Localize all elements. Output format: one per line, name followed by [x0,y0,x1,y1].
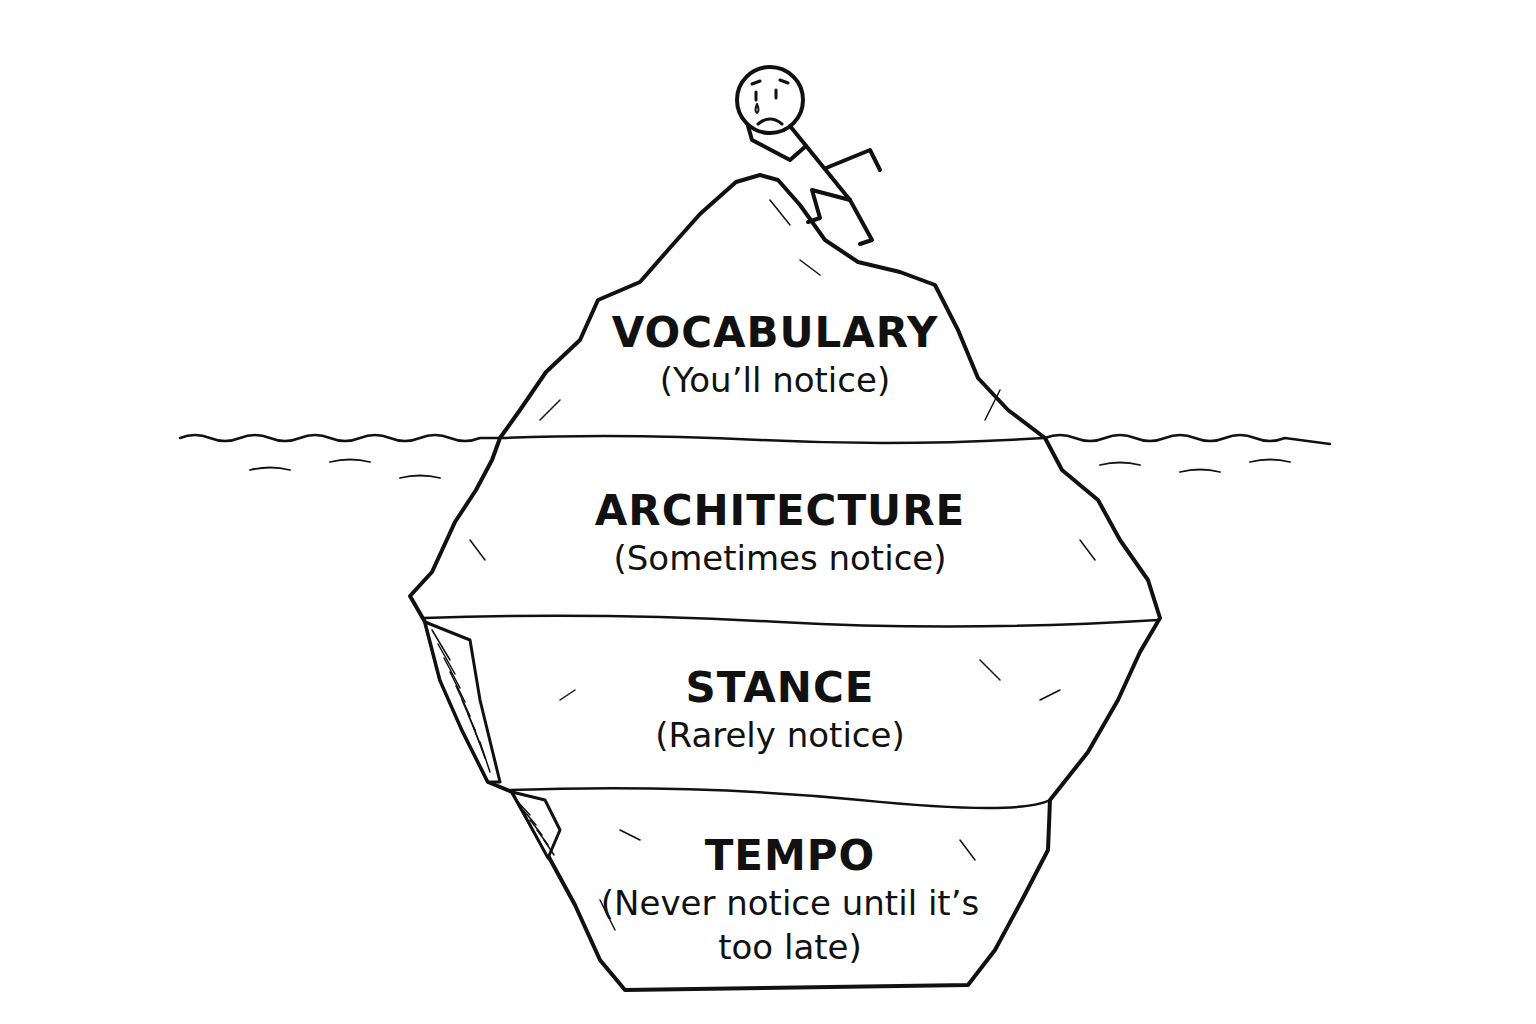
band-subtitle: (Never notice until it’s too late) [595,881,985,969]
ice-hatching [432,630,554,855]
band-heading: VOCABULARY [612,308,939,358]
band-subtitle: (Rarely notice) [655,713,905,757]
figure-head [737,67,803,133]
figure-leg [850,200,872,244]
figure-arm [748,126,806,160]
band-heading: STANCE [686,663,875,713]
hatch-stroke [530,820,542,835]
band-heading: ARCHITECTURE [595,486,965,536]
hatch-stroke [450,672,465,702]
figure-leg [808,190,850,222]
water-surface [180,435,500,441]
hatch-stroke [432,630,450,660]
band-divider [510,788,1050,808]
hatch-stroke [438,644,455,674]
hatch-stroke [444,658,460,688]
stick-figure [737,67,880,244]
hatch-stroke [523,810,536,825]
band-divider [424,616,1158,627]
figure-face [752,80,788,124]
band-divider [502,436,1044,443]
water-ripple [250,460,1290,479]
iceberg-band: ARCHITECTURE(Sometimes notice) [520,468,1040,598]
hatch-stroke [544,840,554,855]
hatch-stroke [516,800,530,815]
water-surface [1045,435,1330,444]
figure-arm [826,150,880,170]
water [180,435,1330,478]
band-heading: TEMPO [705,831,876,881]
ice-shading [425,622,500,782]
ice-shading [512,792,560,858]
iceberg-band: STANCE(Rarely notice) [560,645,1000,775]
iceberg-outline [410,175,1160,990]
hatch-stroke [480,742,490,772]
iceberg-band: VOCABULARY(You’ll notice) [580,290,970,420]
iceberg-band: TEMPO(Never notice until it’s too late) [595,815,985,985]
band-subtitle: (Sometimes notice) [613,536,946,580]
band-subtitle: (You’ll notice) [660,358,890,402]
iceberg [410,175,1160,990]
figure-tear [756,104,759,113]
ice-crack [470,200,1095,930]
